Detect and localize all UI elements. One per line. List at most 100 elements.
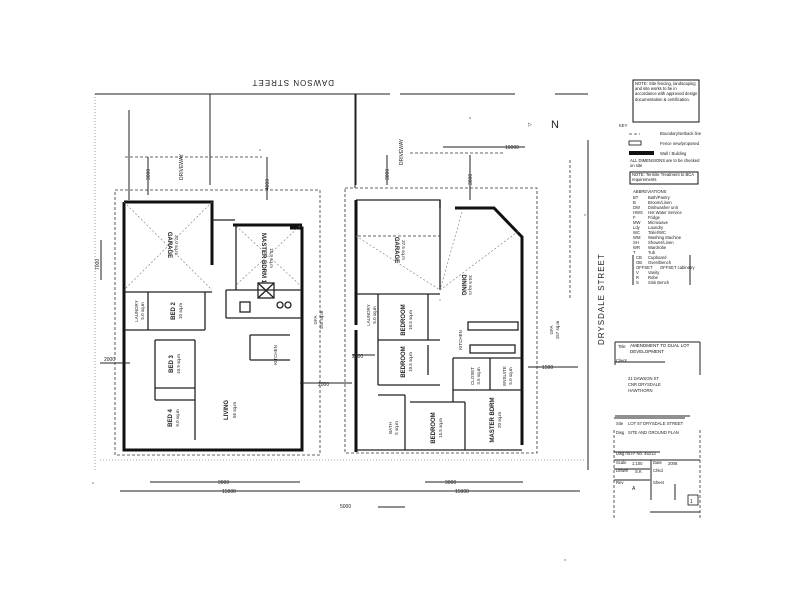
svg-text:CB: CB	[636, 255, 642, 260]
svg-text:10.5 sq.m: 10.5 sq.m	[408, 352, 413, 372]
dim-side-left: 2000	[104, 357, 115, 363]
legend-item-1: Boundary/setback line	[660, 131, 702, 136]
scan-specks	[92, 117, 586, 561]
svg-text:GFA: GFA	[313, 315, 318, 324]
svg-text:MW: MW	[633, 220, 640, 225]
svg-text:ENSUITE: ENSUITE	[502, 366, 507, 386]
svg-text:3.5 sq.m: 3.5 sq.m	[476, 367, 481, 385]
svg-text:V: V	[636, 270, 639, 275]
room-garage-new: GARAGE 37.5 sq.m	[393, 237, 406, 263]
dimension-lines: 10000 3000 4000 3000 3000 2000 2000 1500…	[95, 145, 580, 510]
svg-text:Oven/Bench: Oven/Bench	[648, 260, 672, 265]
dim-bottom-right: 9000	[445, 480, 456, 486]
svg-text:BED 4: BED 4	[168, 409, 174, 427]
svg-text:56 sq.m: 56 sq.m	[232, 402, 237, 418]
svg-text:Tub: Tub	[648, 250, 656, 255]
room-laundry-new: LAUNDRY 5.0 sq.m	[366, 304, 377, 325]
legend-item-2: Fence new/proposed	[660, 141, 700, 146]
svg-text:Hot Water Service: Hot Water Service	[648, 210, 682, 215]
date-label: Date	[653, 460, 663, 465]
site-label: Site	[616, 421, 624, 426]
svg-text:HWS: HWS	[633, 210, 643, 215]
svg-text:157 sq.m: 157 sq.m	[555, 320, 560, 339]
client-label: Client	[616, 358, 628, 363]
svg-text:Dishwasher unit: Dishwasher unit	[648, 205, 679, 210]
sheet-value: TP No. 46213	[630, 451, 656, 456]
svg-text:B: B	[633, 200, 636, 205]
svg-text:BATH: BATH	[388, 422, 393, 434]
svg-text:DW: DW	[633, 205, 640, 210]
scale-label: Scale	[616, 460, 627, 465]
svg-text:10.9 sq.m: 10.9 sq.m	[176, 354, 181, 374]
svg-text:150 sq.m: 150 sq.m	[319, 310, 324, 329]
svg-text:BEDROOM: BEDROOM	[431, 412, 437, 443]
checked-label: Chkd	[653, 468, 663, 473]
svg-text:5.0 sq.m: 5.0 sq.m	[508, 367, 513, 385]
driveway-left-label: DRIVEWAY	[179, 153, 185, 180]
svg-text:BED 2: BED 2	[171, 302, 177, 320]
svg-text:WC: WC	[633, 230, 640, 235]
svg-text:Bath/Pantry: Bath/Pantry	[648, 195, 671, 200]
svg-text:Toilet/WC: Toilet/WC	[648, 230, 666, 235]
svg-text:KITCHEN: KITCHEN	[273, 345, 278, 365]
street-name-right: DRYSDALE STREET	[597, 253, 606, 345]
svg-text:T: T	[633, 250, 636, 255]
svg-text:BT: BT	[633, 195, 639, 200]
drawn-value: S.K	[635, 469, 642, 474]
svg-text:20 sq.m: 20 sq.m	[497, 412, 502, 428]
svg-text:R: R	[636, 275, 639, 280]
svg-text:5.0 sq.m: 5.0 sq.m	[372, 306, 377, 324]
title-label: Title	[618, 344, 626, 349]
new-dwelling: GARAGE 37.5 sq.m LAUNDRY 5.0 sq.m BEDROO…	[344, 187, 560, 454]
address-line-3: HAWTHORN	[628, 388, 653, 393]
site-value: LOT 57 DRYSDALE STREET	[628, 421, 684, 426]
svg-text:Ldy: Ldy	[633, 225, 641, 230]
note-dimensions: ALL DIMENSIONS are to be checked on site	[630, 158, 700, 168]
svg-text:BED 3: BED 3	[169, 355, 175, 373]
dim-right-setback: 3000	[468, 174, 474, 185]
svg-text:5.0 sq.m: 5.0 sq.m	[140, 302, 145, 320]
address-line-2: CNR DRYSDALE	[628, 382, 661, 387]
room-bedroom-2-new: BEDROOM 10.5 sq.m	[401, 346, 413, 377]
dim-mid-setback-2: 3000	[385, 169, 391, 180]
dim-side-right: 1500	[542, 365, 553, 371]
dim-side-mid: 2000	[318, 382, 329, 388]
room-ensuite: ENSUITE 5.0 sq.m	[502, 366, 513, 386]
note-termite: NOTE: Termite Treatment to BCA requireme…	[632, 172, 694, 182]
street-right: DRYSDALE STREET	[569, 140, 606, 470]
north-label: N	[551, 119, 559, 131]
room-laundry: LAUNDRY 5.0 sq.m	[134, 300, 145, 321]
svg-text:KITCHEN: KITCHEN	[458, 330, 463, 350]
driveway-left: DRIVEWAY	[128, 94, 357, 200]
svg-text:34.5 sq.m: 34.5 sq.m	[468, 275, 473, 295]
legend-item-3: Wall / Building	[660, 151, 687, 156]
svg-text:LIVING: LIVING	[224, 400, 230, 420]
svg-text:S: S	[636, 280, 639, 285]
legend-title: KEY	[619, 123, 628, 128]
revision-label: Rev	[616, 480, 624, 485]
svg-text:Wardrobe: Wardrobe	[648, 245, 667, 250]
room-bed-4: BED 4 9.0 sq.m	[168, 409, 180, 427]
svg-text:F: F	[633, 215, 636, 220]
svg-text:Vanity: Vanity	[648, 270, 660, 275]
svg-text:WM: WM	[633, 235, 641, 240]
svg-text:MASTER BDRM 1: MASTER BDRM 1	[260, 233, 266, 284]
svg-text:5 sq.m: 5 sq.m	[394, 421, 399, 435]
room-kitchen-new: KITCHEN	[458, 330, 463, 350]
svg-text:10 sq.m: 10 sq.m	[178, 303, 183, 319]
dim-left-setback: 3000	[146, 169, 152, 180]
svg-text:GFA: GFA	[549, 325, 554, 334]
svg-text:BEDROOM: BEDROOM	[401, 304, 407, 335]
svg-text:OFFSET cabinetry: OFFSET cabinetry	[660, 265, 696, 270]
dim-mid-setback-1: 4000	[265, 179, 271, 190]
svg-text:DINING: DINING	[460, 275, 466, 296]
svg-text:37.5 sq.m: 37.5 sq.m	[401, 240, 406, 260]
svg-text:9.0 sq.m: 9.0 sq.m	[175, 409, 180, 427]
dim-overall-right: 15000	[455, 489, 469, 495]
svg-text:GARAGE: GARAGE	[393, 237, 399, 263]
north-arrow: ▷ N	[528, 119, 559, 131]
room-master-bdrm-new: MASTER BDRM 20 sq.m	[490, 398, 502, 443]
svg-text:Cupboard: Cupboard	[648, 255, 667, 260]
